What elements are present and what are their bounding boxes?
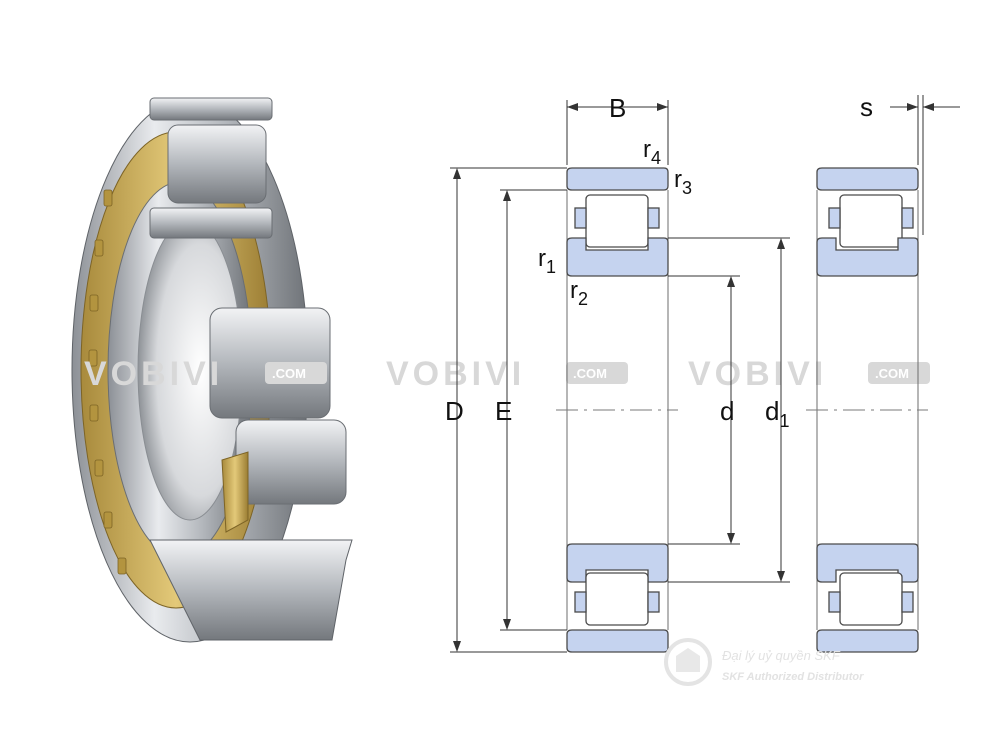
lower-roller (235, 419, 347, 505)
roller-bottom (585, 572, 649, 626)
dimension-labels: B s r4 r3 r1 r2 D E d d1 (445, 92, 873, 431)
watermark-domain-3: .COM (875, 366, 909, 381)
cross-section-main (556, 167, 678, 653)
distributor-logo-icon (664, 638, 712, 686)
watermark-brand-3: VOBIVI (688, 355, 827, 393)
outer-ring-bottom (566, 629, 669, 653)
label-D: D (445, 396, 464, 426)
top-roller (167, 124, 267, 204)
outer-ring-cut (149, 539, 353, 641)
distributor-line-2: SKF Authorized Distributor (722, 671, 864, 683)
watermark-brand-1: VOBIVI (84, 355, 223, 393)
top-roller-housing (149, 97, 273, 121)
roller-top (585, 194, 649, 248)
label-E: E (495, 396, 512, 426)
bearing-3d-render (71, 97, 353, 643)
top-roller-ring (149, 207, 273, 239)
watermark-brand-2: VOBIVI (386, 355, 525, 393)
brass-cut (221, 451, 249, 533)
watermark-domain-1: .COM (272, 366, 306, 381)
cage-pockets (88, 189, 127, 575)
dimension-lines (450, 95, 960, 653)
cross-section-displaced (806, 167, 928, 653)
label-r1: r1 (538, 245, 556, 277)
label-B: B (609, 93, 626, 123)
label-s: s (860, 92, 873, 122)
watermarks: VOBIVI .COM VOBIVI .COM VOBIVI .COM (84, 355, 930, 393)
watermark-domain-2: .COM (573, 366, 607, 381)
label-d: d (720, 396, 734, 426)
label-d1: d1 (765, 396, 789, 431)
distributor-logo: Đại lý uỷ quyền SKF SKF Authorized Distr… (664, 638, 864, 686)
dimension-arrows (453, 103, 934, 652)
label-r2: r2 (570, 277, 588, 309)
distributor-line-1: Đại lý uỷ quyền SKF (722, 648, 841, 663)
inner-ring-bottom (566, 543, 669, 583)
inner-ring-top (566, 237, 669, 277)
label-r3: r3 (674, 166, 692, 198)
label-r4: r4 (643, 136, 661, 168)
outer-ring-top (566, 167, 669, 191)
